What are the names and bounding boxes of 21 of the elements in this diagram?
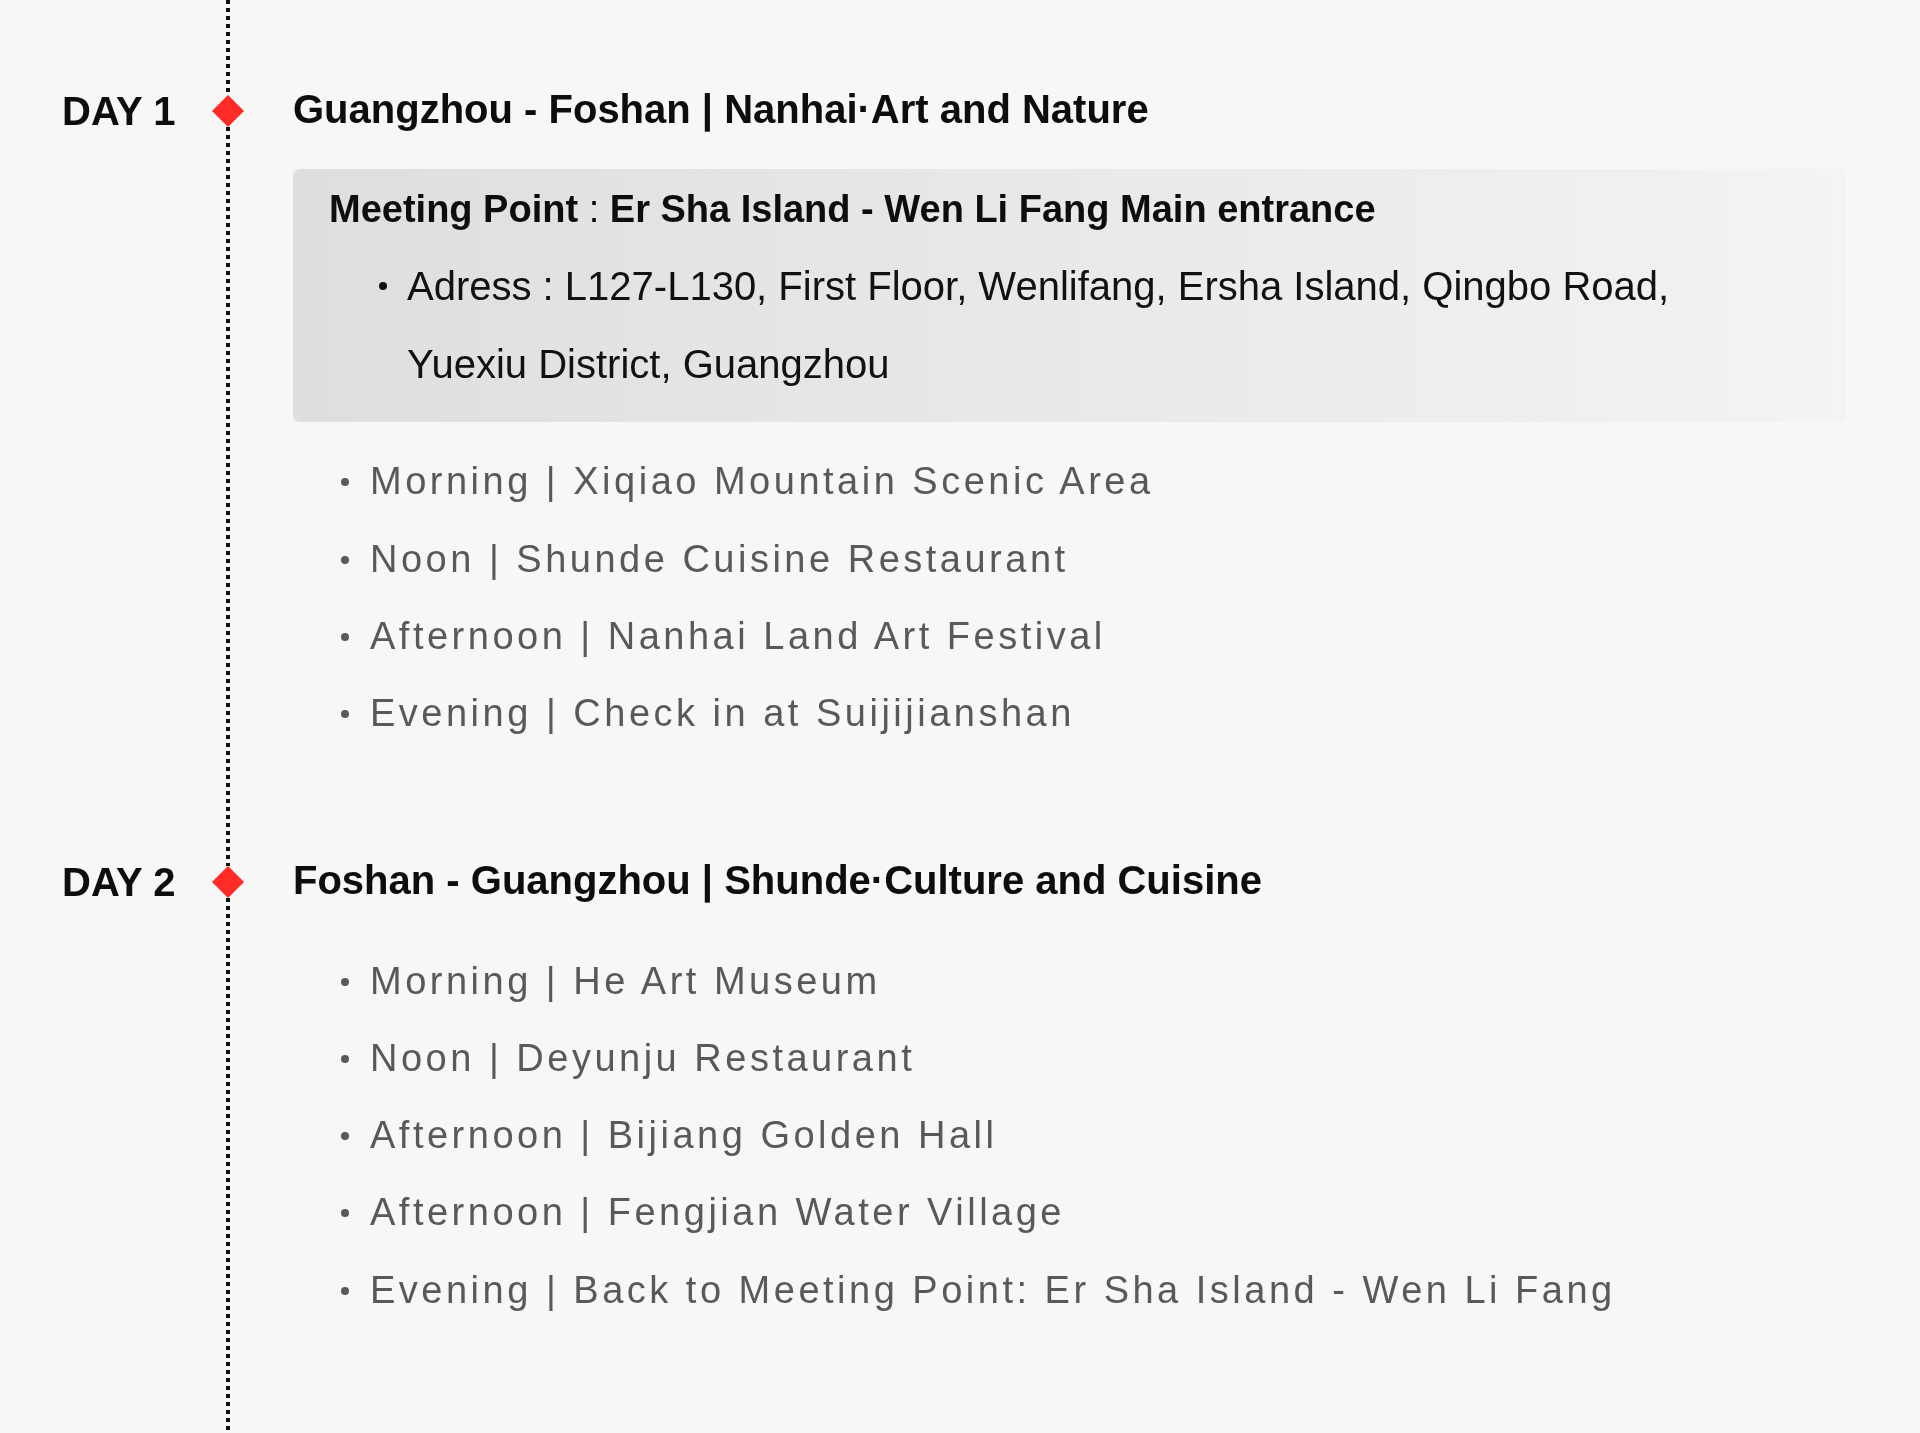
diamond-marker [212,866,244,898]
day-heading: Foshan - Guangzhou | Shunde·Culture and Cuisine [293,857,1262,904]
dotted-timeline-line [226,898,230,1433]
address-text: Adress : L127-L130, First Floor, Wenlifang, Ersha Island, Qingbo Road, Yuexiu District, Guangzhou [407,263,1671,388]
itinerary-item: Afternoon | Fengjian Water Village [370,1190,1065,1235]
meeting-point-text: Meeting Point : Er Sha Island - Wen Li Fang Main entrance [329,187,1376,232]
info-panel [293,169,1846,422]
itinerary-item: Noon | Deyunju Restaurant [370,1036,916,1081]
diamond-marker [212,95,244,127]
itinerary-item: Noon | Shunde Cuisine Restaurant [370,537,1069,582]
day-heading: Guangzhou - Foshan | Nanhai·Art and Nature [293,86,1149,133]
itinerary-item: Afternoon | Bijiang Golden Hall [370,1113,998,1158]
itinerary-item: Morning | He Art Museum [370,959,881,1004]
itinerary-item: Evening | Check in at Suijijianshan [370,691,1075,736]
day-label: DAY 2 [62,859,176,906]
dotted-timeline-line [226,0,230,95]
dotted-timeline-line [226,127,230,866]
itinerary-item: Evening | Back to Meeting Point: Er Sha Island - Wen Li Fang [370,1268,1616,1313]
day-label: DAY 1 [62,88,176,135]
itinerary-item: Morning | Xiqiao Mountain Scenic Area [370,459,1154,504]
itinerary-item: Afternoon | Nanhai Land Art Festival [370,614,1106,659]
